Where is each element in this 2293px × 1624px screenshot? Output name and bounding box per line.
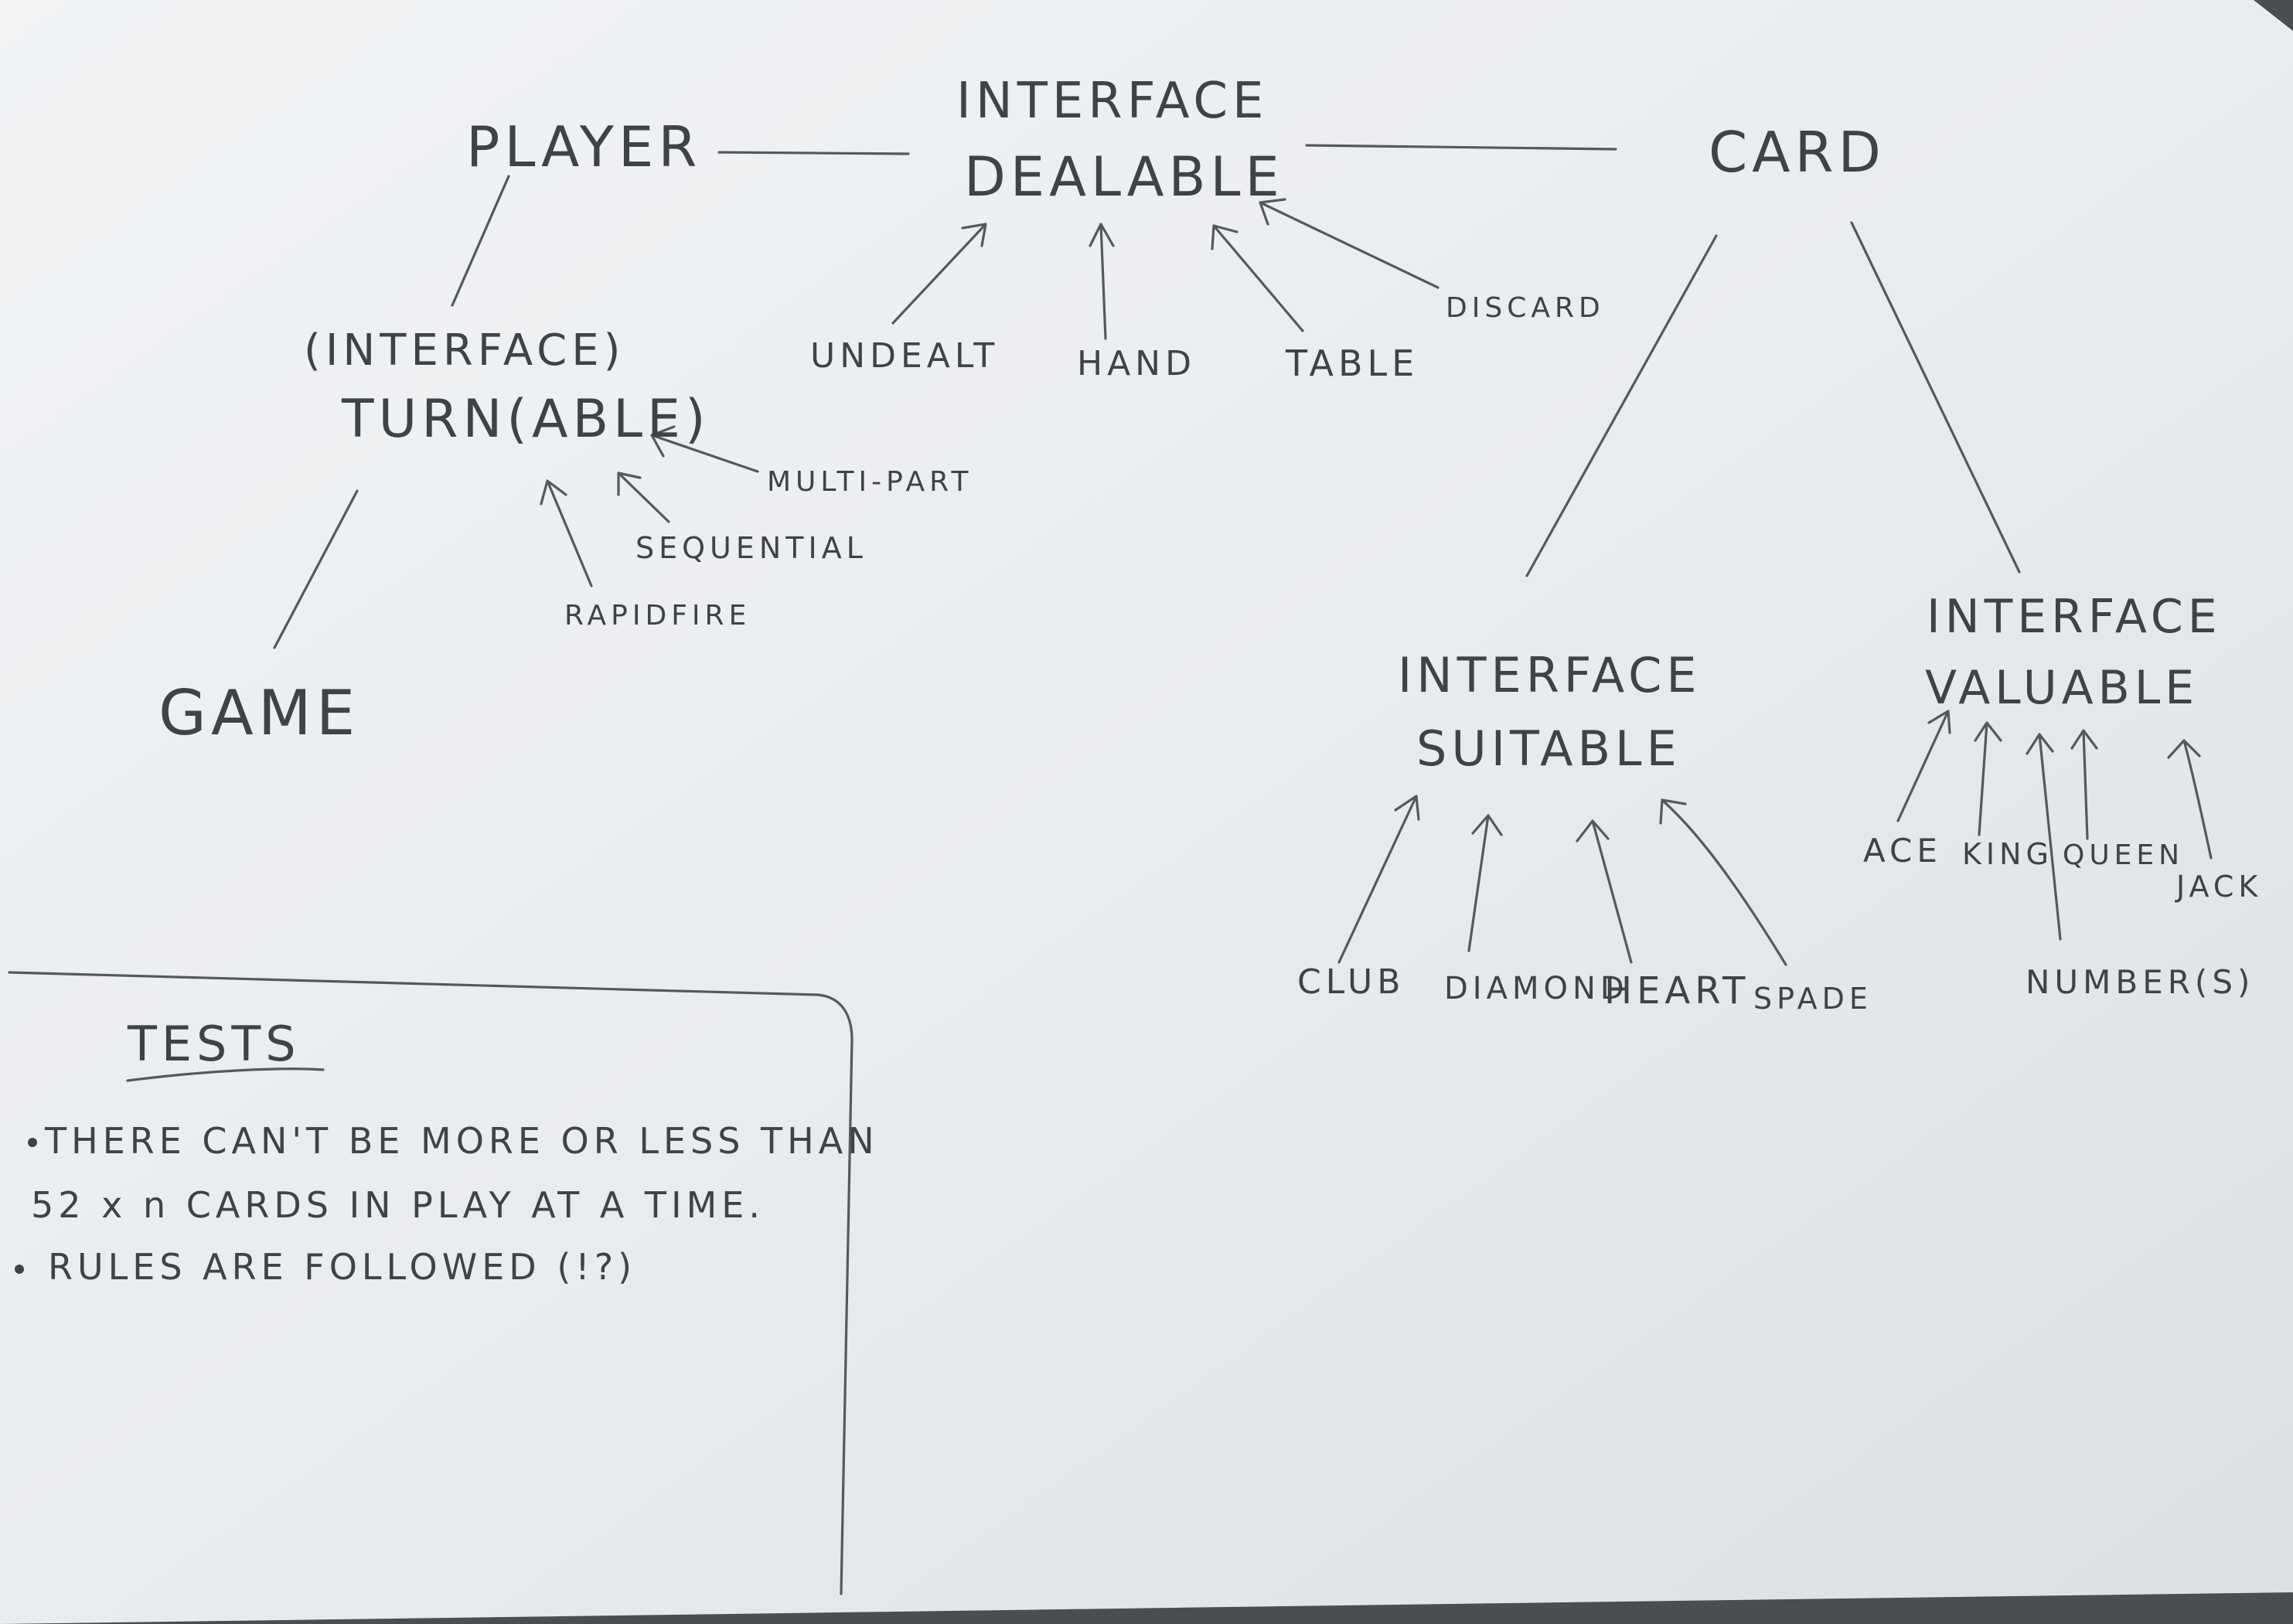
table-arrow <box>1211 224 1304 332</box>
spade-arrow <box>1659 798 1787 966</box>
rapidfire-label: RAPIDFIRE <box>564 600 751 632</box>
valuable-label: VALUABLE <box>1925 661 2199 715</box>
card-label: CARD <box>1709 120 1886 185</box>
table-label: TABLE <box>1285 342 1419 384</box>
valuable-interface-label: INTERFACE <box>1927 590 2222 644</box>
undealt-arrow <box>891 223 987 325</box>
bullet-2 <box>15 1265 24 1274</box>
sequential-arrow <box>617 472 670 523</box>
tests-box-border <box>8 971 853 1595</box>
hand-label: HAND <box>1077 344 1196 383</box>
diamond-label: DIAMOND <box>1444 971 1629 1006</box>
tests-title-underline <box>126 1067 325 1082</box>
sequential-label: SEQUENTIAL <box>635 531 867 565</box>
club-arrow <box>1337 795 1420 964</box>
ace-label: ACE <box>1863 832 1942 870</box>
turnable-arrows <box>540 425 759 587</box>
tests-item-3: RULES ARE FOLLOWED (!?) <box>48 1246 636 1288</box>
multi-part-arrow <box>650 425 759 473</box>
rapidfire-arrow <box>540 479 593 587</box>
turnable-interface-label: (INTERFACE) <box>304 325 625 376</box>
suitable-label: SUITABLE <box>1416 720 1681 777</box>
turnable-game-line <box>273 489 359 649</box>
player-turnable-line <box>451 175 510 307</box>
dealable-arrows <box>891 198 1440 340</box>
numbers-arrow <box>2026 733 2062 941</box>
turnable-label: TURN(ABLE) <box>341 389 710 450</box>
game-label: GAME <box>158 677 359 749</box>
club-label: CLUB <box>1297 962 1405 1002</box>
discard-arrow <box>1259 198 1440 289</box>
dealable-card-line <box>1305 144 1617 151</box>
bullet-1 <box>28 1138 37 1147</box>
queen-label: QUEEN <box>2063 839 2184 871</box>
ace-arrow <box>1896 710 1951 822</box>
discard-label: DISCARD <box>1446 292 1605 324</box>
card-suitable-line <box>1525 234 1718 577</box>
jack-arrow <box>2167 739 2213 860</box>
player-label: PLAYER <box>466 114 701 179</box>
tests-item-2: 52 x n CARDS IN PLAY AT A TIME. <box>31 1184 765 1226</box>
queen-arrow <box>2070 729 2098 840</box>
tests-title: TESTS <box>127 1016 301 1072</box>
multi-part-label: MULTI-PART <box>767 466 973 498</box>
numbers-label: NUMBER(S) <box>2026 963 2254 1001</box>
player-dealable-line <box>717 151 910 155</box>
suitable-interface-label: INTERFACE <box>1398 647 1702 703</box>
jack-label: JACK <box>2175 870 2262 904</box>
valuable-arrows <box>1896 710 2213 941</box>
heart-label: HEART <box>1604 969 1750 1013</box>
undealt-label: UNDEALT <box>810 336 999 376</box>
king-label: KING <box>1962 837 2053 871</box>
dealable-label: DEALABLE <box>964 145 1284 209</box>
suitable-arrows <box>1337 795 1787 966</box>
dealable-interface-label: INTERFACE <box>956 73 1268 130</box>
tests-item-1: THERE CAN'T BE MORE OR LESS THAN <box>44 1120 879 1162</box>
diamond-arrow <box>1467 814 1503 952</box>
king-arrow <box>1974 721 2002 836</box>
hand-arrow <box>1089 223 1115 340</box>
spade-label: SPADE <box>1753 982 1872 1016</box>
tests-box: TESTS THERE CAN'T BE MORE OR LESS THAN 5… <box>8 971 879 1595</box>
heart-arrow <box>1576 819 1633 964</box>
card-valuable-line <box>1850 221 2021 574</box>
node-labels: PLAYER INTERFACE DEALABLE CARD (INTERFAC… <box>158 73 2262 1016</box>
connection-lines <box>273 144 2021 649</box>
